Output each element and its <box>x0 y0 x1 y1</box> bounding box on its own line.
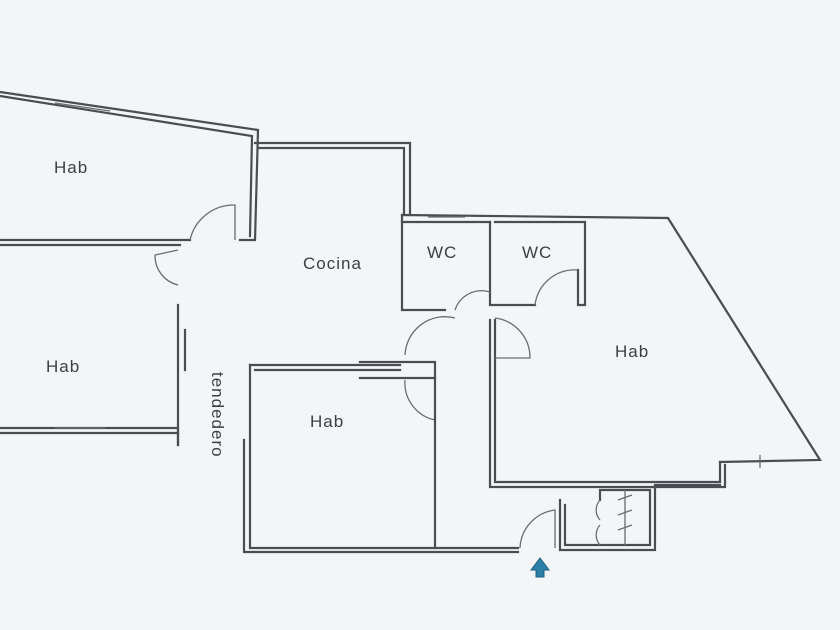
arrow-up-icon <box>530 557 550 578</box>
room-label-hab-right: Hab <box>615 342 650 361</box>
room-label-hab-center: Hab <box>310 412 345 431</box>
room-label-wc-2: WC <box>522 243 553 262</box>
room-label-wc-1: WC <box>427 243 458 262</box>
room-label-tendedero: tendedero <box>208 372 227 458</box>
room-label-hab-top-left: Hab <box>54 158 89 177</box>
room-label-cocina: Cocina <box>303 254 362 273</box>
room-label-hab-left: Hab <box>46 357 81 376</box>
